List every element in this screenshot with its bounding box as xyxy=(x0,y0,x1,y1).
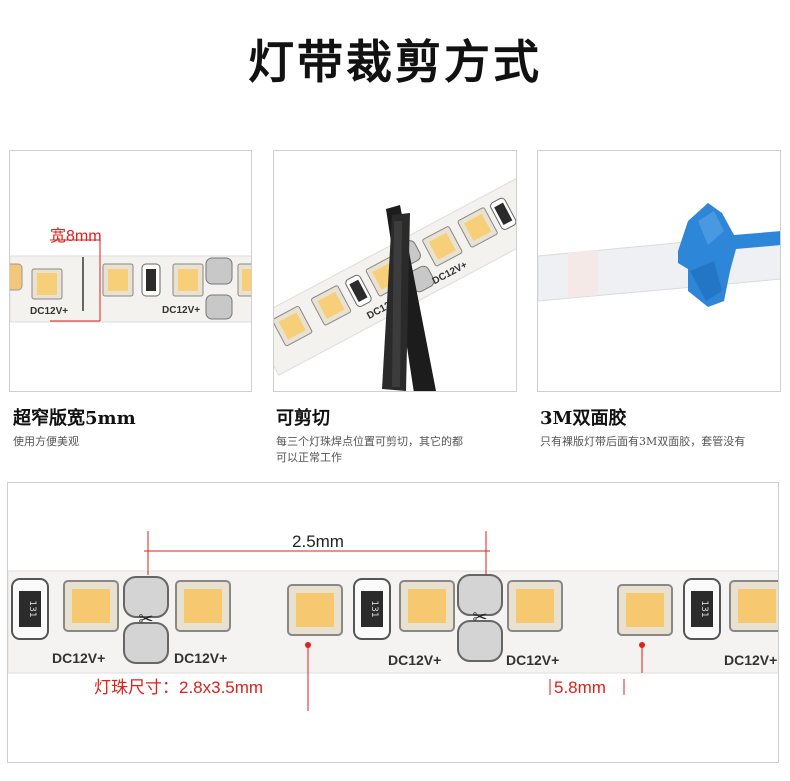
strip-text: DC12V+ xyxy=(724,652,777,668)
strip-text: DC12V+ xyxy=(174,650,227,666)
solder-pad xyxy=(457,574,503,616)
panel-3-subtitle: 只有裸版灯带后面有3M双面胶，套管没有 xyxy=(540,435,746,448)
strip-text: DC12V+ xyxy=(30,306,68,317)
panel-2-subtitle-line-1: 每三个灯珠焊点位置可剪切，其它的都 xyxy=(276,435,463,448)
strip-text: DC12V+ xyxy=(388,652,441,668)
tape-backing-illustration xyxy=(538,203,780,307)
panel-1-subtitle: 使用方便美观 xyxy=(13,435,79,448)
solder-pad xyxy=(123,622,169,664)
bead-size-label: 灯珠尺寸：2.8x3.5mm xyxy=(94,678,263,697)
narrow-strip-illustration: DC12V+ DC12V+ xyxy=(10,239,251,323)
panel-3-title: 3M双面胶 xyxy=(540,408,627,429)
resistor-code: 131 xyxy=(27,600,37,617)
resistor-code: 131 xyxy=(699,600,709,617)
strip-text: DC12V+ xyxy=(52,650,105,666)
panel-cuttable: DC12V+ DC12V+ xyxy=(273,150,517,392)
strip-text: DC12V+ xyxy=(162,305,200,316)
panel-2-subtitle-line-2: 可以正常工作 xyxy=(276,451,342,464)
strip-text: DC12V+ xyxy=(506,652,559,668)
scissor-mark: ✂ xyxy=(138,609,153,630)
panel-narrow-board: DC12V+ DC12V+ 宽8mm xyxy=(9,150,252,392)
page-title: 灯带裁剪方式 xyxy=(248,35,542,89)
panel-3m-tape xyxy=(537,150,781,392)
solder-pad xyxy=(457,620,503,662)
detail-panel: 131 ✂ 131 ✂ 131 xyxy=(7,482,779,763)
panel-2-title: 可剪切 xyxy=(276,408,330,429)
strip-detail-illustration: 131 ✂ 131 ✂ 131 xyxy=(8,531,778,711)
scissors-cut-illustration: DC12V+ DC12V+ xyxy=(274,174,516,391)
scissor-mark: ✂ xyxy=(472,607,487,628)
width-label: 5.8mm xyxy=(554,678,606,697)
spacing-label: 2.5mm xyxy=(292,532,344,551)
solder-pad xyxy=(123,576,169,618)
panel-1-title: 超窄版宽5mm xyxy=(13,408,136,429)
width-annotation: 宽8mm xyxy=(50,228,102,245)
resistor-code: 131 xyxy=(369,600,379,617)
